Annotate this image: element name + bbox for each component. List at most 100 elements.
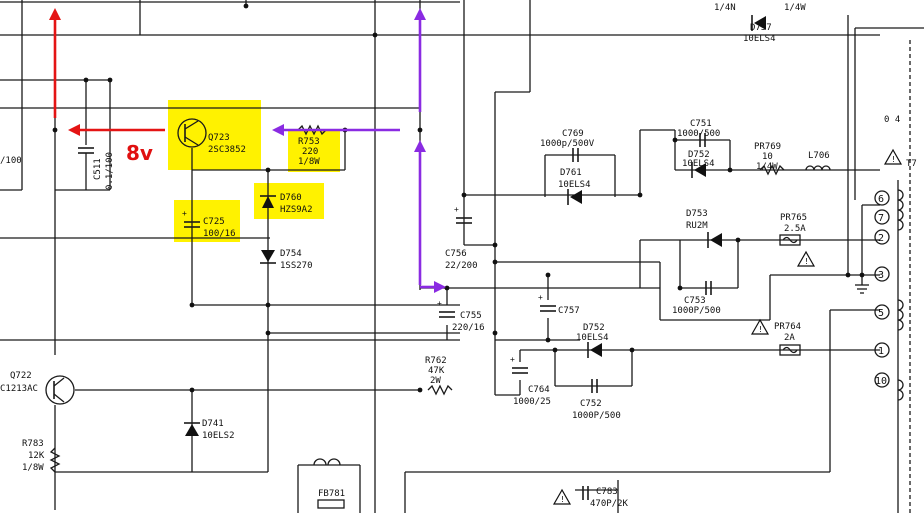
red-flow-arrow-up — [49, 8, 61, 118]
d761-part: 10ELS4 — [558, 180, 591, 190]
r753-value: 220 — [302, 147, 318, 157]
c725-ref: C725 — [203, 217, 225, 227]
transistor-q722 — [45, 375, 75, 405]
c755-ref: C755 — [460, 311, 482, 321]
capacitor-c753 — [705, 281, 712, 295]
q723-part: 2SC3852 — [208, 145, 246, 155]
zener-d760 — [260, 195, 276, 208]
svg-text:+: + — [454, 205, 459, 214]
inductor-l706 — [805, 165, 831, 171]
diode-d753 — [707, 232, 722, 248]
fuse-pr765 — [779, 234, 801, 246]
q723-ref: Q723 — [208, 133, 230, 143]
top-r1-rating: 1/4N — [714, 3, 736, 13]
d754-ref: D754 — [280, 249, 302, 259]
pin-label: 5 — [878, 308, 884, 319]
diode-d741 — [184, 422, 200, 436]
transformer-winding — [897, 189, 904, 401]
transistor-q723 — [177, 118, 207, 148]
pr765-ref: PR765 — [780, 213, 807, 223]
r783-value: 12K — [28, 451, 45, 461]
d754-part: 1SS270 — [280, 261, 313, 271]
pr764-value: 2A — [784, 333, 795, 343]
r762-rating: 2W — [430, 376, 441, 386]
d752b-part: 10ELS4 — [682, 159, 715, 169]
r783-rating: 1/8W — [22, 463, 44, 473]
c764-ref: C764 — [528, 385, 550, 395]
d760-part: HZS9A2 — [280, 205, 313, 215]
d753-part: RU2M — [686, 221, 708, 231]
ferrite-fb781 — [313, 458, 345, 509]
capacitor-c764: + — [510, 355, 528, 374]
t70-ref: T7 — [906, 159, 917, 169]
pr769-ref: PR769 — [754, 142, 781, 152]
highlight-c725 — [174, 200, 240, 242]
c751-ref: C751 — [690, 119, 712, 129]
pin-label: 2 — [878, 233, 884, 244]
r783-ref: R783 — [22, 439, 44, 449]
fuse-pr764 — [779, 344, 801, 356]
resistor-r783 — [49, 447, 61, 473]
svg-text:!: ! — [560, 495, 565, 504]
d761-ref: D761 — [560, 168, 582, 178]
c725-value: 100/16 — [203, 229, 236, 239]
c756-value: 22/200 — [445, 261, 478, 271]
q722-part: C1213AC — [0, 384, 38, 394]
svg-text:!: ! — [758, 325, 763, 334]
fragment-04: 0 4 — [884, 115, 900, 125]
warning-icon: ! — [750, 318, 770, 335]
c751-value: 1000/500 — [677, 129, 720, 139]
capacitor-c757: + — [538, 293, 556, 312]
purple-flow-arrow-up — [414, 8, 426, 112]
c769-ref: C769 — [562, 129, 584, 139]
svg-text:+: + — [510, 355, 515, 364]
d757-ref: D757 — [750, 23, 772, 33]
highlight-r753 — [288, 130, 340, 172]
svg-text:+: + — [538, 293, 543, 302]
c753-ref: C753 — [684, 296, 706, 306]
d741-part: 10ELS2 — [202, 431, 235, 441]
svg-text:!: ! — [891, 155, 896, 164]
purple-flow-arrow-right — [420, 281, 446, 293]
junction-dots — [52, 3, 865, 393]
diode-d752 — [587, 342, 602, 358]
capacitor-c756: + — [454, 205, 472, 224]
c757-ref: C757 — [558, 306, 580, 316]
pin-label: 7 — [878, 213, 884, 224]
d752b-ref: D752 — [688, 150, 710, 160]
pin-label: 3 — [878, 270, 884, 281]
pr769-rating: 1/4W — [756, 162, 778, 172]
d760-ref: D760 — [280, 193, 302, 203]
warning-icon: ! — [796, 250, 816, 267]
c755-value: 220/16 — [452, 323, 485, 333]
diode-d754 — [260, 250, 276, 264]
d752-part: 10ELS4 — [576, 333, 609, 343]
c769-value: 1000p/500V — [540, 139, 595, 149]
r762-value: 47K — [428, 366, 445, 376]
highlight-q723 — [168, 100, 261, 170]
c783-ref: C783 — [596, 487, 618, 497]
fb781-ref: FB781 — [318, 489, 345, 499]
c511-value: 0.1/100 — [105, 152, 115, 190]
pin-label: 10 — [875, 376, 887, 387]
transformer-pins — [874, 190, 890, 388]
purple-flow-arrow-left — [272, 124, 400, 136]
l706-ref: L706 — [808, 151, 830, 161]
q722-ref: Q722 — [10, 371, 32, 381]
capacitor-c752 — [591, 379, 598, 393]
r753-rating: 1/8W — [298, 157, 320, 167]
purple-flow-arrow-down-up — [414, 140, 426, 285]
d741-ref: D741 — [202, 419, 224, 429]
c783-value: 470P/2K — [590, 499, 629, 509]
c756-ref: C756 — [445, 249, 467, 259]
d752-ref: D752 — [583, 323, 605, 333]
c752-value: 1000P/500 — [572, 411, 621, 421]
c753-value: 1000P/500 — [672, 306, 721, 316]
capacitor-c769 — [572, 148, 579, 162]
voltage-annotation: 8v — [126, 141, 153, 165]
svg-text:+: + — [437, 299, 442, 308]
c764-value: 1000/25 — [513, 397, 551, 407]
c511-ref: C511 — [93, 158, 103, 180]
capacitor-c755: + — [437, 299, 455, 318]
